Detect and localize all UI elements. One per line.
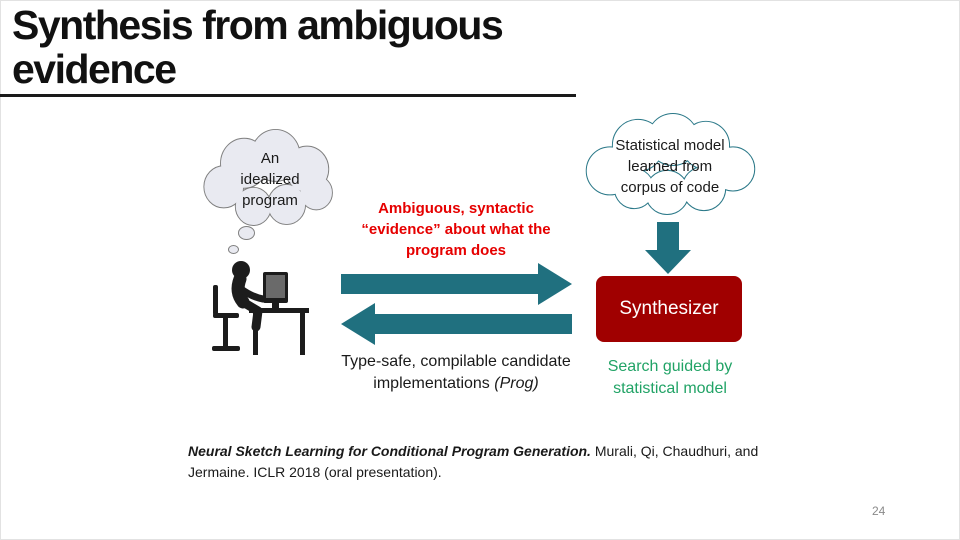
citation-authors: Murali, Qi, Chaudhuri, and Jermaine. ICL… [188,443,759,480]
search-guided-label: Search guided by statistical model [607,358,733,398]
prog-italic-text: (Prog) [494,374,539,392]
synthesizer-label: Synthesizer [619,298,719,319]
thought-trail-bubble-small [228,245,239,254]
candidate-implementations-label: Type-safe, compilable candidate implemen… [318,351,594,394]
synthesizer-box: Synthesizer [596,276,742,342]
citation-title: Neural Sketch Learning for Conditional P… [188,443,591,459]
statistical-model-cloud: Statistical model learned from corpus of… [578,112,762,216]
ambiguous-evidence-label: Ambiguous, syntactic “evidence” about wh… [361,200,551,259]
candidate-arrow-left-icon [341,303,572,345]
slide-title: Synthesis from ambiguous evidence [12,2,504,92]
candidate-implementations-text: Type-safe, compilable candidate implemen… [341,353,571,392]
page-number: 24 [872,504,886,518]
title-underline [0,94,576,97]
thought-trail-bubble-large [238,226,255,240]
thought-cloud-text: An idealized program [240,149,300,209]
thought-cloud: An idealized program [196,126,344,228]
model-to-synthesizer-arrow-icon [645,222,691,274]
citation: Neural Sketch Learning for Conditional P… [188,441,780,483]
person-at-computer-icon [200,247,315,360]
evidence-arrow-right-icon [341,263,572,305]
statistical-model-cloud-text: Statistical model learned from corpus of… [615,136,725,196]
